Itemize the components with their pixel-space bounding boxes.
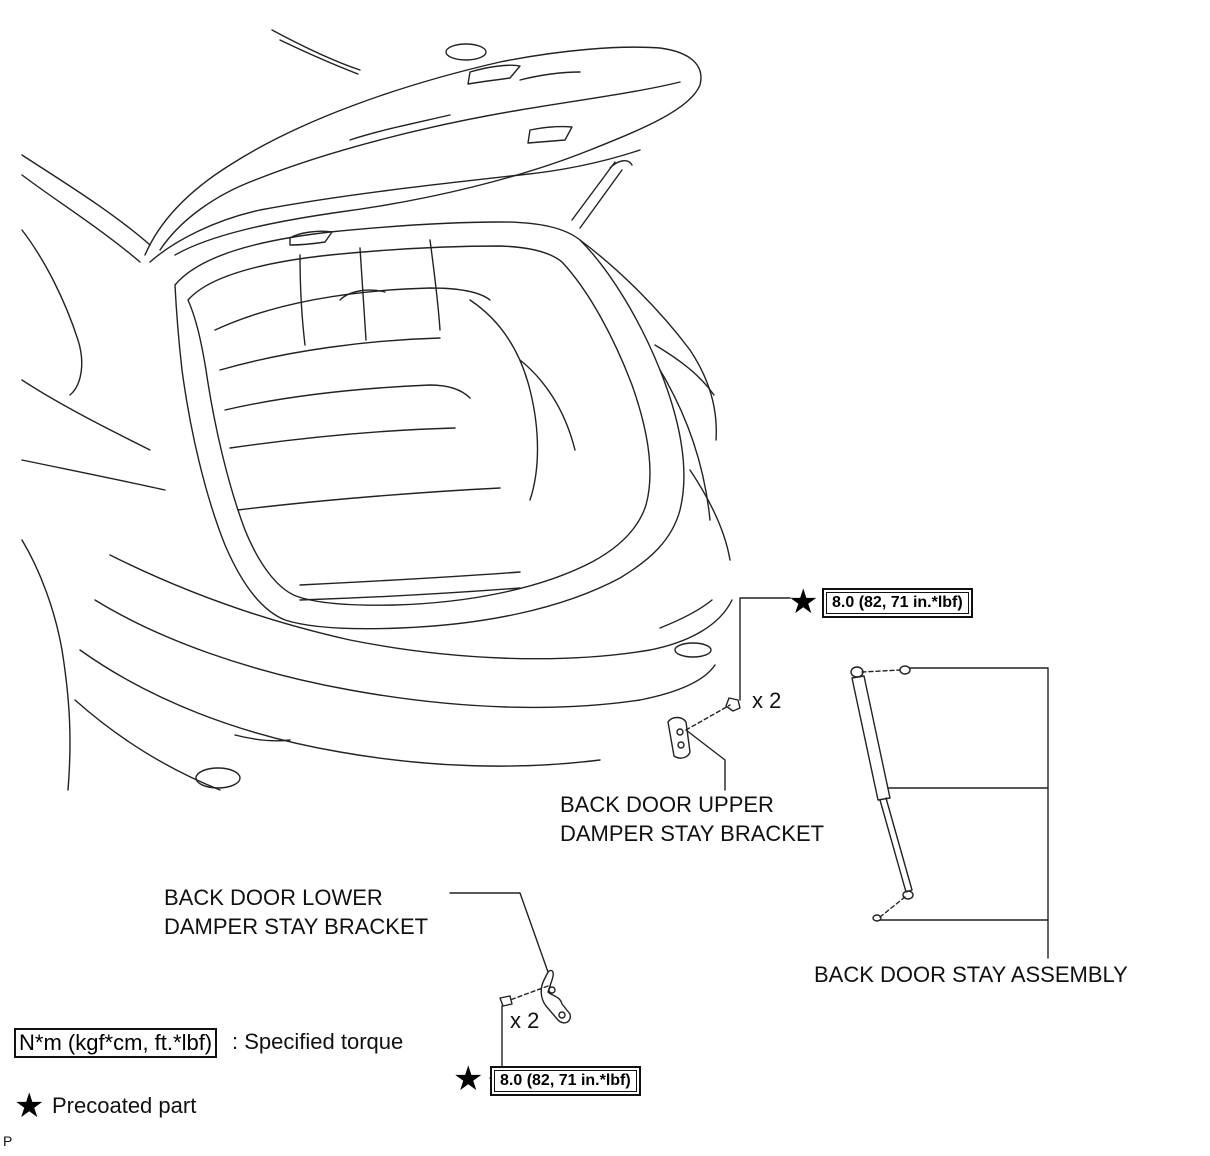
precoat-star-icon-upper: ★ — [788, 583, 819, 621]
precoat-star-icon-lower: ★ — [453, 1060, 484, 1098]
legend-star-desc: Precoated part — [52, 1093, 197, 1118]
torque-spec-upper: 8.0 (82, 71 in.*lbf) — [822, 588, 973, 618]
stay-assembly-label: BACK DOOR STAY ASSEMBLY — [814, 962, 1128, 987]
legend-star-icon: ★ — [14, 1087, 45, 1125]
lower-bracket-label: BACK DOOR LOWER DAMPER STAY BRACKET — [164, 885, 429, 939]
qty-lower: x 2 — [510, 1008, 540, 1033]
upper-bracket-label: BACK DOOR UPPER DAMPER STAY BRACKET — [560, 792, 825, 846]
legend-torque-units: N*m (kgf*cm, ft.*lbf) — [14, 1028, 218, 1058]
torque-spec-lower: 8.0 (82, 71 in.*lbf) — [490, 1066, 641, 1096]
legend-torque-desc: : Specified torque — [232, 1029, 404, 1054]
qty-upper: x 2 — [752, 688, 782, 713]
corner-mark: P — [3, 1133, 13, 1149]
